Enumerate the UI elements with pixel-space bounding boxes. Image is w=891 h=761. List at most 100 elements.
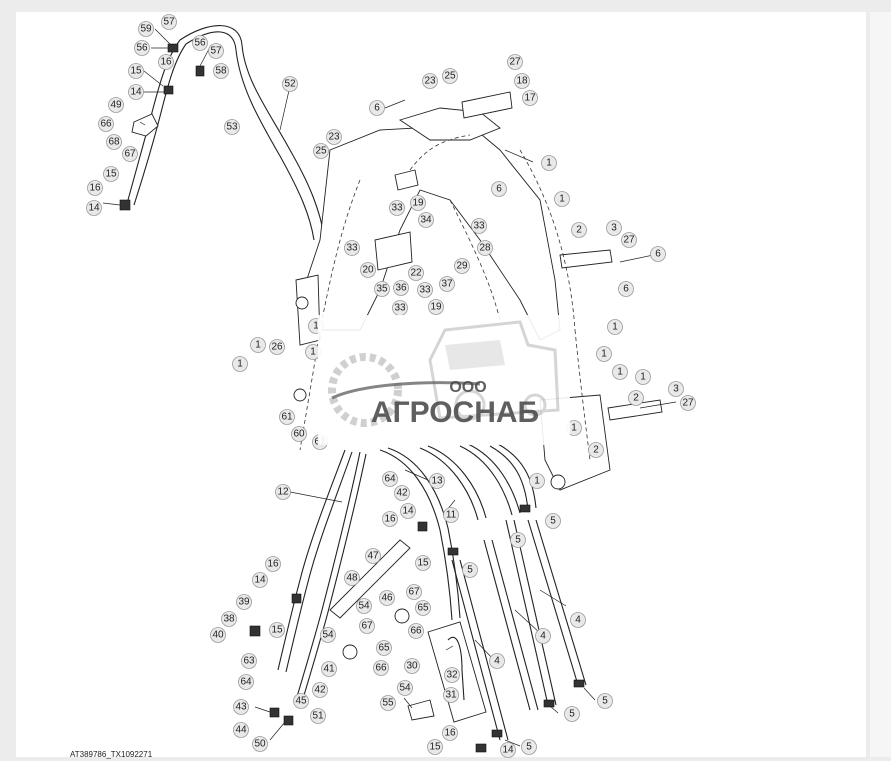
callout: 22 — [408, 265, 424, 281]
callout: 46 — [379, 590, 395, 606]
callout: 60 — [291, 426, 307, 442]
callout: 33 — [471, 218, 487, 234]
svg-text:5: 5 — [515, 535, 521, 546]
pipe-4c — [505, 519, 549, 706]
svg-text:22: 22 — [410, 268, 422, 279]
tube-32 — [447, 637, 465, 701]
callout: 15 — [415, 555, 431, 571]
watermark: ООО АГРОСНАБ — [318, 315, 570, 445]
svg-text:60: 60 — [293, 429, 305, 440]
callout: 3 — [606, 220, 622, 236]
fitting-5f — [491, 729, 503, 738]
svg-text:67: 67 — [408, 587, 420, 598]
svg-text:33: 33 — [419, 285, 431, 296]
svg-text:20: 20 — [362, 265, 374, 276]
callout: 5 — [462, 562, 478, 578]
svg-text:33: 33 — [473, 221, 485, 232]
callout: 6 — [369, 100, 385, 116]
callout: 66 — [408, 623, 424, 639]
callout: 14 — [86, 200, 102, 216]
callout: 57 — [161, 14, 177, 30]
callout: 61 — [279, 409, 295, 425]
callout: 2 — [571, 222, 587, 238]
callout: 57 — [208, 43, 224, 59]
svg-text:1: 1 — [601, 349, 607, 360]
callout: 16 — [87, 180, 103, 196]
svg-text:1: 1 — [313, 321, 319, 332]
svg-text:14: 14 — [130, 87, 142, 98]
callout: 58 — [213, 63, 229, 79]
callout: 66 — [98, 116, 114, 132]
callout: 16 — [382, 511, 398, 527]
callout: 14 — [128, 84, 144, 100]
callout: 14 — [252, 572, 268, 588]
callout: 64 — [382, 471, 398, 487]
callout: 45 — [293, 693, 309, 709]
svg-text:1: 1 — [617, 367, 623, 378]
callout: 63 — [241, 653, 257, 669]
svg-text:35: 35 — [376, 284, 388, 295]
svg-text:1: 1 — [612, 322, 618, 333]
hose-53 — [185, 31, 315, 241]
svg-text:27: 27 — [682, 398, 694, 409]
fitting-14c — [291, 593, 302, 604]
hose-13 — [379, 449, 453, 621]
callout: 32 — [444, 667, 460, 683]
svg-text:28: 28 — [479, 243, 491, 254]
callout: 35 — [374, 281, 390, 297]
svg-text:5: 5 — [526, 742, 532, 753]
pivot-pin-lower — [293, 388, 307, 402]
watermark-company: ООО — [449, 379, 486, 396]
callout: 6 — [650, 246, 666, 262]
hose-41 — [295, 451, 361, 701]
callout: 33 — [344, 240, 360, 256]
svg-text:32: 32 — [446, 670, 458, 681]
svg-text:1: 1 — [534, 476, 540, 487]
figure-id: AT389786_TX1092271 — [70, 750, 153, 759]
svg-text:25: 25 — [315, 146, 327, 157]
svg-text:31: 31 — [445, 690, 457, 701]
svg-text:57: 57 — [210, 46, 222, 57]
svg-text:15: 15 — [105, 169, 117, 180]
callout: 1 — [612, 364, 628, 380]
hose-12 — [277, 449, 346, 671]
callout: 1 — [596, 346, 612, 362]
callout: 44 — [233, 722, 249, 738]
svg-text:42: 42 — [396, 488, 408, 499]
callout: 15 — [103, 166, 119, 182]
callout-layer: 59 57 56 56 57 58 15 16 14 49 66 68 67 1… — [86, 14, 696, 758]
svg-text:16: 16 — [444, 728, 456, 739]
callout: 29 — [454, 258, 470, 274]
bracket-3b — [607, 399, 663, 421]
svg-text:55: 55 — [382, 698, 394, 709]
callout: 65 — [376, 640, 392, 656]
callout: 33 — [389, 200, 405, 216]
svg-text:15: 15 — [130, 66, 142, 77]
callout: 5 — [510, 532, 526, 548]
callout: 1 — [541, 155, 557, 171]
callout: 3 — [668, 381, 684, 397]
fitting-16 — [163, 85, 174, 95]
svg-text:61: 61 — [281, 412, 293, 423]
svg-text:27: 27 — [623, 235, 635, 246]
svg-text:33: 33 — [391, 203, 403, 214]
callout: 67 — [359, 618, 375, 634]
svg-text:15: 15 — [429, 742, 441, 753]
svg-text:64: 64 — [240, 677, 252, 688]
callout: 28 — [477, 240, 493, 256]
svg-text:16: 16 — [160, 57, 172, 68]
svg-text:48: 48 — [346, 573, 358, 584]
fitting-45 — [269, 707, 280, 718]
valve-block-20 — [374, 231, 413, 271]
callout: 18 — [514, 73, 530, 89]
svg-text:51: 51 — [312, 711, 324, 722]
callout: 51 — [310, 708, 326, 724]
svg-text:66: 66 — [410, 626, 422, 637]
callout: 4 — [535, 628, 551, 644]
clamp-block — [394, 169, 419, 191]
callout: 33 — [392, 300, 408, 316]
callout: 37 — [439, 276, 455, 292]
callout: 56 — [134, 40, 150, 56]
svg-text:18: 18 — [516, 76, 528, 87]
